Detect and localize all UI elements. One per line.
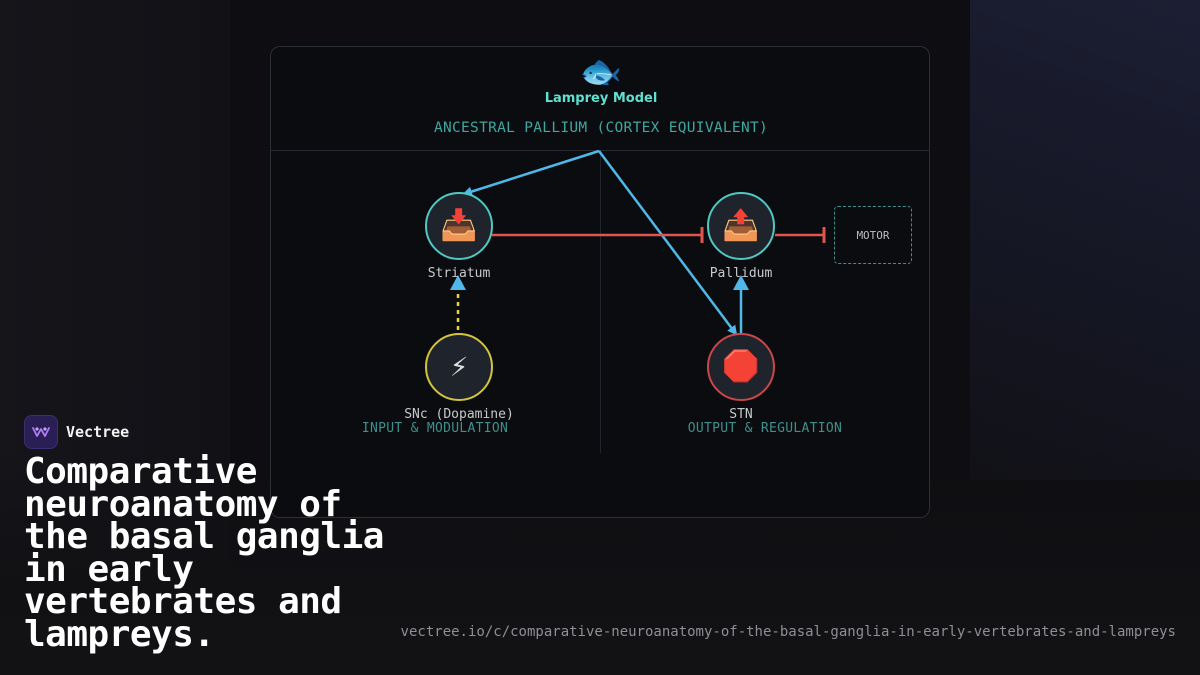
model-title: Lamprey Model (544, 91, 658, 106)
snc-label: SNc (Dopamine) (404, 407, 514, 422)
edge-pallium-striatum (462, 149, 600, 197)
output-regulation-label: OUTPUT & REGULATION (687, 421, 843, 436)
pallidum-label: Pallidum (709, 266, 773, 281)
edge-snc-striatum-head (450, 275, 466, 290)
section-divider (600, 151, 601, 453)
connection-layer (450, 149, 826, 336)
background-right-glow (970, 0, 1200, 480)
motor-output-box: MOTOR (834, 206, 912, 264)
brand[interactable]: Vectree (24, 415, 129, 449)
inbox-tray-icon: 📥 (440, 208, 478, 243)
pallidum-node: 📤 (707, 192, 775, 260)
edge-stn-pallidum-head (733, 275, 749, 290)
fish-icon: 🐟 (579, 52, 623, 92)
input-modulation-label: INPUT & MODULATION (361, 421, 509, 436)
vectree-logo-icon (24, 415, 58, 449)
edge-pallium-stn (597, 150, 738, 336)
stop-sign-icon: 🛑 (722, 349, 760, 384)
page-url[interactable]: vectree.io/c/comparative-neuroanatomy-of… (400, 624, 1176, 640)
brand-name: Vectree (66, 423, 130, 441)
lightning-icon: ⚡ (449, 349, 469, 384)
snc-node: ⚡ (425, 333, 493, 401)
striatum-node: 📥 (425, 192, 493, 260)
stn-node: 🛑 (707, 333, 775, 401)
outbox-tray-icon: 📤 (722, 208, 760, 243)
diagram-card: 🐟 Lamprey Model ANCESTRAL PALLIUM (CORTE… (270, 46, 930, 518)
stn-label: STN (729, 407, 753, 422)
striatum-label: Striatum (427, 266, 491, 281)
pallium-region-label: ANCESTRAL PALLIUM (CORTEX EQUIVALENT) (433, 120, 769, 136)
headline: Comparative neuroanatomy of the basal ga… (24, 451, 384, 655)
